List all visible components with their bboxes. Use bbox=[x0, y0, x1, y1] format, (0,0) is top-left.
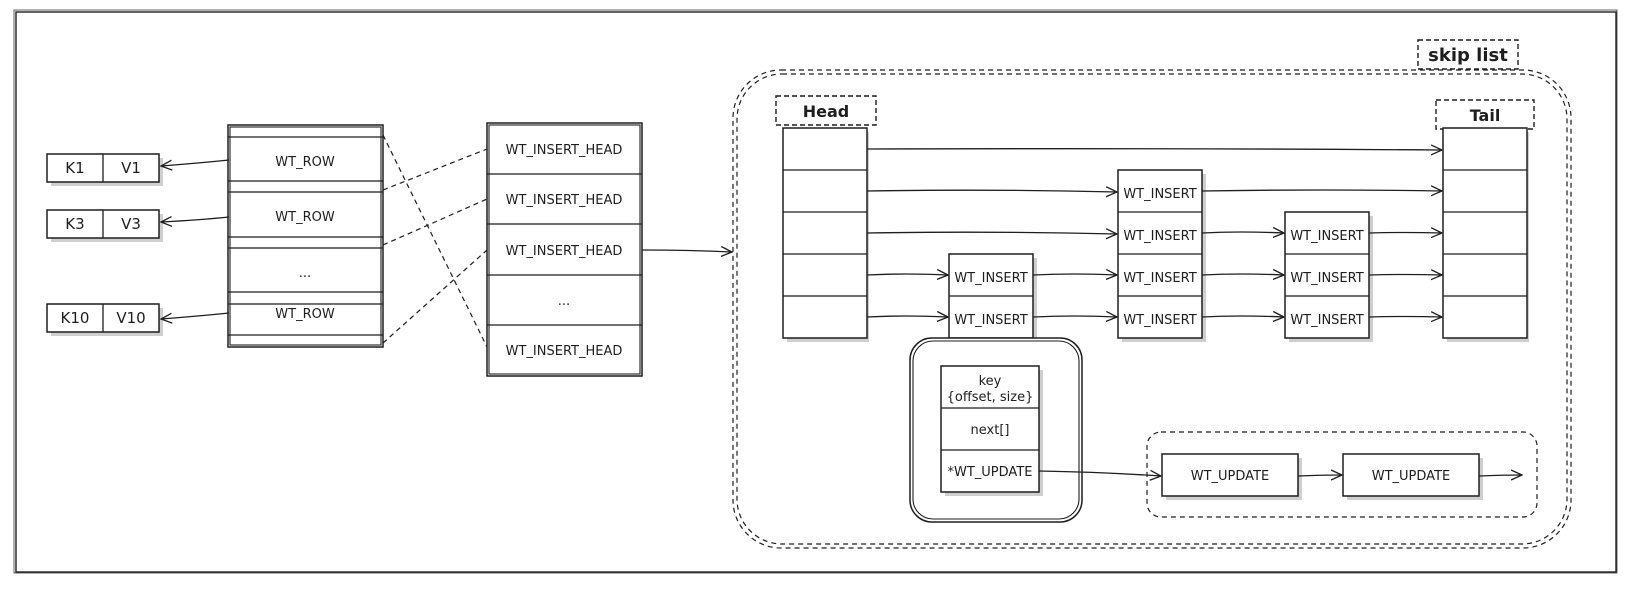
skip-list-region bbox=[732, 69, 1572, 549]
insert-cell: WT_INSERT bbox=[1290, 229, 1363, 244]
insert-head-cell: WT_INSERT_HEAD bbox=[506, 244, 623, 259]
insert-detail-update-ptr: *WT_UPDATE bbox=[948, 465, 1033, 480]
insert-node-b: WT_INSERT WT_INSERT WT_INSERT WT_INSERT bbox=[1117, 169, 1206, 342]
head-label-text: Head bbox=[803, 102, 850, 121]
insert-head-cell: WT_INSERT_HEAD bbox=[506, 143, 623, 158]
update-box-1: WT_UPDATE bbox=[1161, 453, 1302, 500]
kv-key: K1 bbox=[65, 159, 84, 177]
skip-list-title: skip list bbox=[1417, 39, 1519, 70]
kv-value: V10 bbox=[116, 309, 145, 327]
insert-cell: WT_INSERT bbox=[1123, 229, 1196, 244]
insert-cell: WT_INSERT bbox=[1290, 313, 1363, 328]
kv-pair-1: K1 V1 bbox=[46, 153, 163, 186]
insert-cell: WT_INSERT bbox=[1123, 271, 1196, 286]
tail-label: Tail bbox=[1435, 99, 1535, 130]
kv-pair-3: K10 V10 bbox=[46, 303, 163, 336]
update-box-label: WT_UPDATE bbox=[1191, 469, 1269, 484]
insert-detail-key-offset: {offset, size} bbox=[947, 390, 1034, 405]
outer-frame bbox=[13, 9, 1618, 574]
skip-list-level-arrows bbox=[866, 149, 1442, 317]
row-cell: WT_ROW bbox=[275, 210, 335, 225]
insert-cell: WT_INSERT bbox=[1123, 313, 1196, 328]
insert-cell: WT_INSERT bbox=[954, 313, 1027, 328]
row-to-kv-arrows bbox=[161, 159, 230, 319]
kv-key: K10 bbox=[61, 309, 90, 327]
insert-head-cell: ... bbox=[558, 294, 570, 309]
insert-cell: WT_INSERT bbox=[954, 271, 1027, 286]
kv-key: K3 bbox=[65, 215, 84, 233]
insert-cell: WT_INSERT bbox=[1290, 271, 1363, 286]
insert-detail-key: key bbox=[979, 374, 1002, 389]
insert-detail-next: next[] bbox=[971, 423, 1010, 438]
update-chain-arrows bbox=[1038, 471, 1522, 476]
row-cell: WT_ROW bbox=[275, 307, 335, 322]
kv-value: V1 bbox=[121, 159, 141, 177]
insert-node-c: WT_INSERT WT_INSERT WT_INSERT bbox=[1284, 211, 1373, 342]
kv-value: V3 bbox=[121, 215, 141, 233]
kv-pair-2: K3 V3 bbox=[46, 209, 163, 242]
update-box-label: WT_UPDATE bbox=[1372, 469, 1450, 484]
tail-column bbox=[1442, 127, 1529, 342]
head-label: Head bbox=[775, 95, 877, 126]
insert-head-cell: WT_INSERT_HEAD bbox=[506, 344, 623, 359]
insert-head-cell: WT_INSERT_HEAD bbox=[506, 193, 623, 208]
insert-detail-struct: key {offset, size} next[] *WT_UPDATE bbox=[940, 365, 1043, 496]
insert-head-to-skiplist-arrow bbox=[641, 250, 732, 252]
tail-label-text: Tail bbox=[1470, 106, 1501, 125]
skip-list-title-text: skip list bbox=[1428, 45, 1508, 66]
row-array: WT_ROW WT_ROW ... WT_ROW bbox=[227, 124, 384, 348]
row-cell: ... bbox=[299, 266, 311, 281]
head-column bbox=[782, 127, 869, 342]
insert-cell: WT_INSERT bbox=[1123, 187, 1196, 202]
row-insert-head-links bbox=[382, 134, 488, 348]
insert-head-array: WT_INSERT_HEAD WT_INSERT_HEAD WT_INSERT_… bbox=[486, 122, 643, 377]
row-cell: WT_ROW bbox=[275, 155, 335, 170]
update-box-2: WT_UPDATE bbox=[1342, 453, 1483, 500]
insert-node-a: WT_INSERT WT_INSERT bbox=[948, 253, 1037, 342]
